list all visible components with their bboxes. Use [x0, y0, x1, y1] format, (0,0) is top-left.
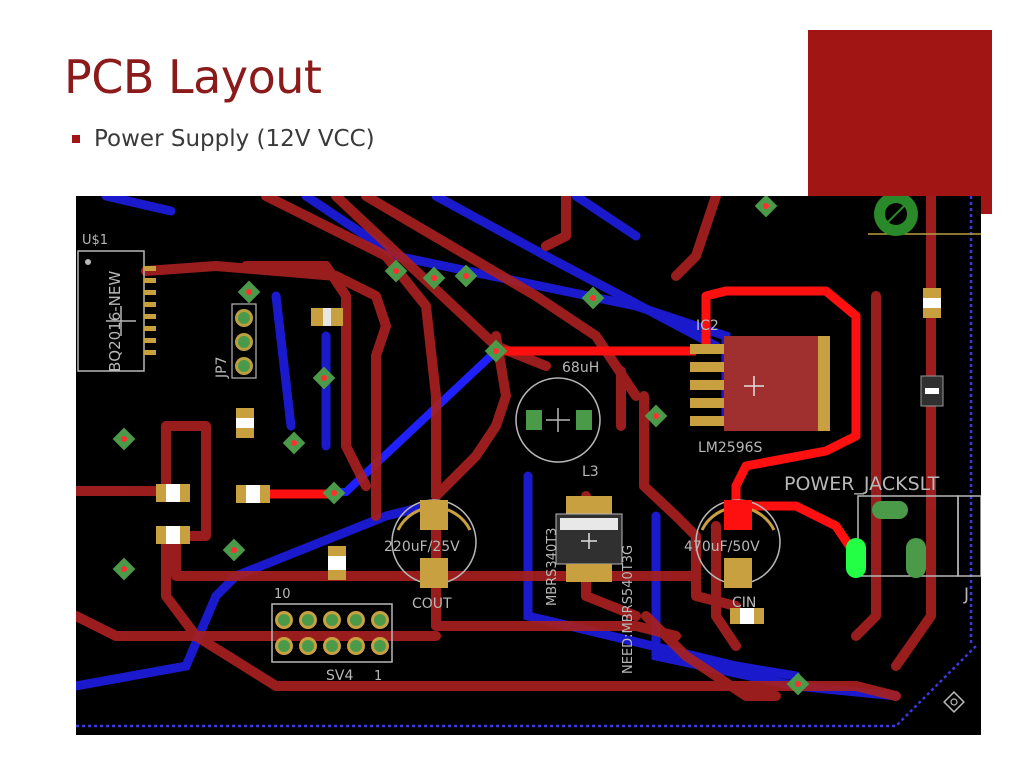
label-mbrs: MBRS340T3	[545, 528, 560, 606]
bullet-text: Power Supply (12V VCC)	[94, 126, 375, 152]
label-l3: L3	[582, 464, 599, 480]
board-outline	[76, 196, 977, 728]
label-j: J	[963, 585, 969, 605]
label-inductor-val: 68uH	[562, 360, 599, 376]
accent-block	[808, 30, 992, 214]
bottom-layer-traces	[76, 196, 901, 701]
ic-u1-outline	[77, 250, 145, 372]
ic-u1-pin1-dot	[85, 259, 91, 265]
inductor-pad-1	[526, 410, 542, 430]
top-layer-traces	[76, 196, 936, 701]
bullet-marker	[72, 135, 80, 143]
label-sv4-pin1: 1	[374, 669, 382, 684]
capacitor-cin	[695, 499, 781, 588]
label-cout-val: 220uF/25V	[384, 539, 460, 555]
smd-parts	[156, 288, 944, 624]
label-cin-val: 470uF/50V	[684, 539, 760, 555]
label-cin: CIN	[732, 595, 756, 611]
label-u1: U$1	[82, 233, 108, 248]
label-ic2-part: LM2596S	[698, 440, 763, 456]
label-power-jack: POWER_JACKSLT	[784, 473, 940, 495]
label-cout: COUT	[412, 596, 452, 612]
slide-title: PCB Layout	[64, 50, 322, 104]
fiducial-icon	[943, 691, 965, 713]
pcb-canvas: U$1 BQ2016-NEW JP7	[76, 196, 981, 728]
ic2-component	[690, 336, 830, 431]
inductor-l3-outline	[515, 377, 601, 463]
label-sv4-pin10: 10	[274, 587, 291, 602]
capacitor-cout	[391, 499, 477, 588]
label-sv4: SV4	[326, 668, 353, 684]
bullet-item: Power Supply (12V VCC)	[72, 126, 375, 152]
jp7-outline	[231, 303, 257, 379]
pcb-layout-view[interactable]: U$1 BQ2016-NEW JP7	[76, 196, 981, 735]
label-jp7: JP7	[214, 357, 230, 379]
label-ic2: IC2	[696, 318, 719, 334]
power-jack	[846, 495, 981, 578]
diode-mbrs	[555, 496, 623, 582]
ic-u1-pins	[144, 266, 156, 355]
jp7-pins	[235, 309, 253, 375]
inductor-pad-2	[576, 410, 592, 430]
label-need: NEED:MBRS540T3G	[621, 545, 636, 674]
sv4-header	[271, 603, 393, 663]
